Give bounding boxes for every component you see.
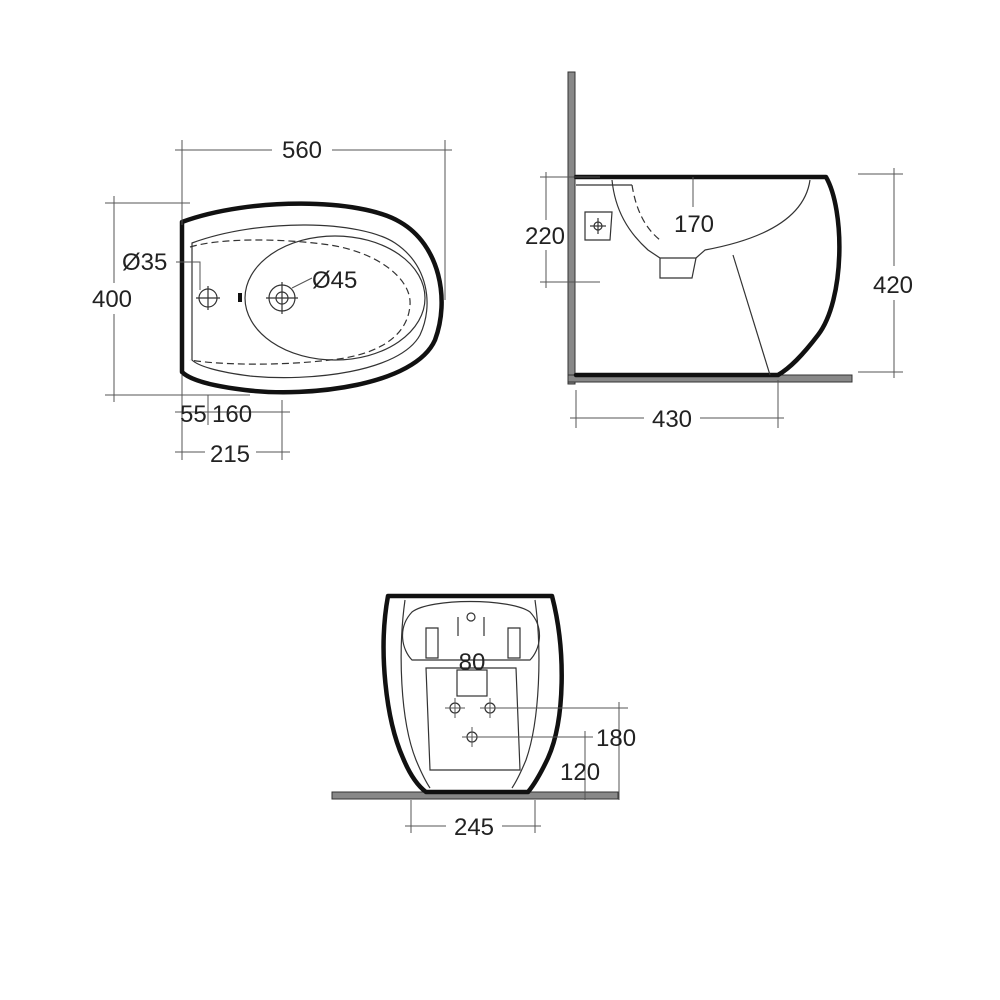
rear-view-outlet <box>456 669 488 697</box>
side-view-outlet <box>659 257 697 279</box>
waste-hole-leader <box>291 277 313 289</box>
depth-label: 400 <box>92 286 132 313</box>
width-label: 560 <box>282 137 322 164</box>
lower-fixing-label: 120 <box>560 759 600 786</box>
top-view-basin <box>244 235 426 361</box>
rear-view-body <box>381 593 564 795</box>
rear-view: 80 180 120 245 <box>331 593 636 841</box>
upper-fixing-label: 180 <box>596 725 636 752</box>
offset-b-label: 160 <box>212 401 252 428</box>
side-view-bowl-inner <box>631 184 661 241</box>
rear-view-top-hole <box>466 612 476 622</box>
rear-view-panel <box>425 667 521 771</box>
top-view: 560 400 Ø35 Ø45 55 160 215 <box>92 137 452 468</box>
offset-a-label: 55 <box>180 401 207 428</box>
side-view: 220 170 420 430 <box>525 71 913 433</box>
side-view-bowl <box>611 179 811 259</box>
side-view-leg-line <box>732 254 771 376</box>
top-view-dashed-bowl <box>189 239 411 365</box>
wall-bracket <box>584 211 613 241</box>
rear-view-bracket-right <box>507 627 521 659</box>
projection-label: 430 <box>652 406 692 433</box>
top-view-inner-rim <box>191 224 428 379</box>
wall <box>567 71 576 385</box>
outlet-width-label: 80 <box>459 649 486 676</box>
base-width-label: 245 <box>454 814 494 841</box>
fixing-height-label: 220 <box>525 223 565 250</box>
offset-c-label: 215 <box>210 441 250 468</box>
rear-view-bowl <box>402 600 540 661</box>
overflow-slot <box>238 293 242 302</box>
total-height-label: 420 <box>873 272 913 299</box>
rear-view-inner-contour <box>400 599 540 789</box>
tap-hole-leader <box>176 261 201 290</box>
bowl-depth-label: 170 <box>674 211 714 238</box>
tap-hole-label: Ø35 <box>122 249 167 276</box>
top-view-outline <box>179 201 444 395</box>
side-view-body <box>573 174 842 378</box>
rear-view-bracket-left <box>425 627 439 659</box>
waste-hole-label: Ø45 <box>312 267 357 294</box>
